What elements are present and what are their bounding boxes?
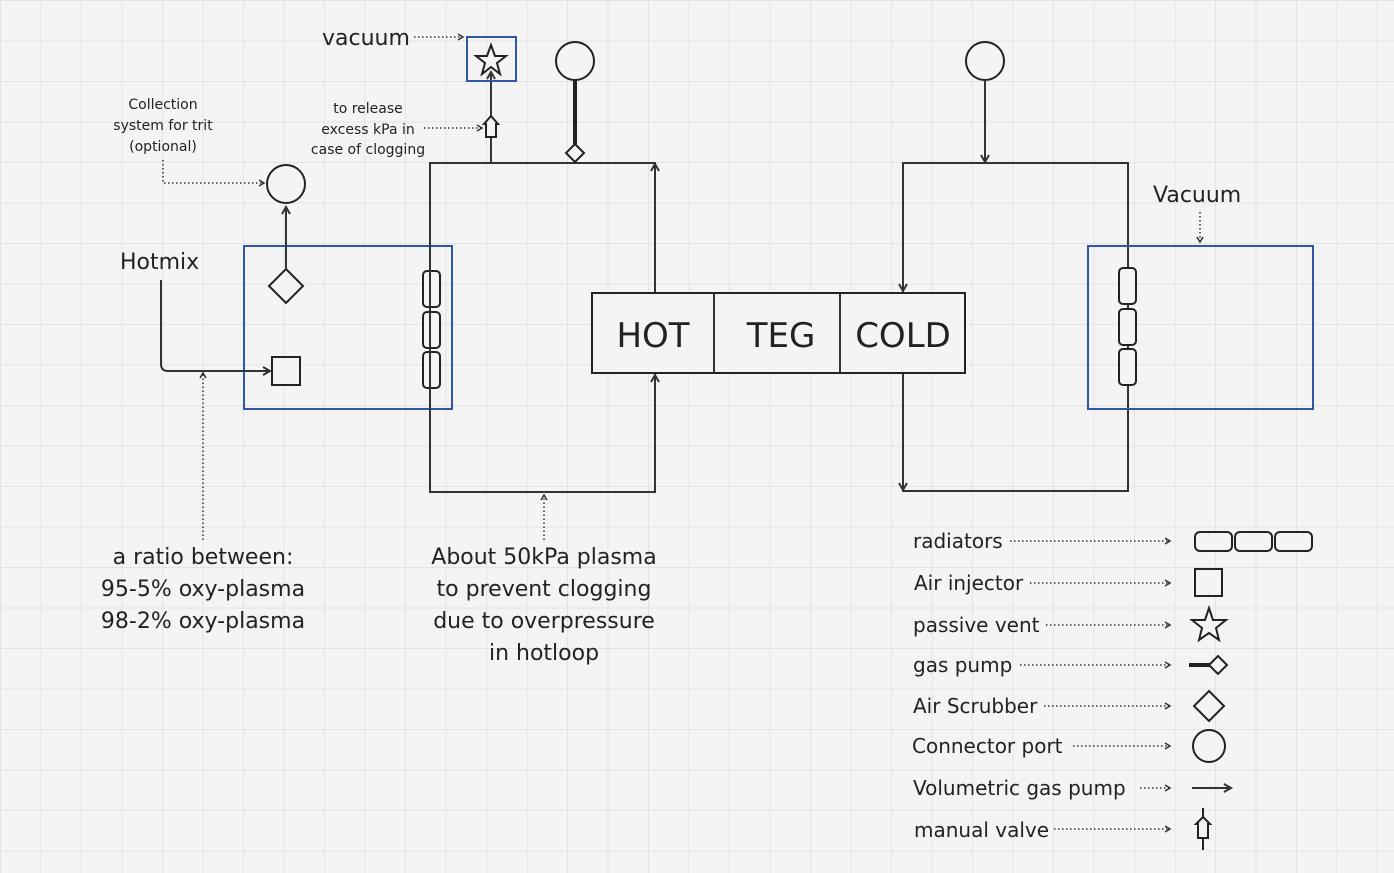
svg-text:radiators: radiators xyxy=(913,529,1003,553)
collection-note: Collection system for trit (optional) xyxy=(113,97,213,155)
svg-text:manual valve: manual valve xyxy=(914,818,1049,842)
collection-pointer xyxy=(162,160,266,187)
square-icon xyxy=(1194,568,1223,597)
svg-text:Volumetric gas pump: Volumetric gas pump xyxy=(913,776,1126,800)
right-tank-radiators xyxy=(1118,267,1137,386)
legend-item-air-scrubber: Air Scrubber xyxy=(913,689,1226,723)
passive-vent-star[interactable] xyxy=(473,42,509,77)
legend: radiators Air injector passive vent gas … xyxy=(912,529,1313,850)
teg-block xyxy=(591,292,966,374)
svg-text:(optional): (optional) xyxy=(129,139,197,155)
gas-pump-icon xyxy=(1189,654,1229,676)
svg-text:system for trit: system for trit xyxy=(113,118,213,134)
ratio-note: a ratio between: 95-5% oxy-plasma 98-2% … xyxy=(101,545,305,634)
teg-hot-label: HOT xyxy=(616,316,689,356)
legend-item-passive-vent: passive vent xyxy=(913,604,1229,643)
legend-item-air-injector: Air injector xyxy=(914,568,1223,597)
vacuum-top-label: vacuum xyxy=(322,26,410,51)
air-injector-square[interactable] xyxy=(271,356,301,386)
vacuum-right-label: Vacuum xyxy=(1153,183,1241,208)
manual-valve-hot-loop[interactable] xyxy=(481,114,501,138)
plasma-note: About 50kPa plasma to prevent clogging d… xyxy=(431,545,656,666)
legend-item-volumetric-gas-pump: Volumetric gas pump xyxy=(913,776,1231,800)
left-tank-radiators xyxy=(422,270,441,389)
teg-center-label: TEG xyxy=(746,316,816,356)
legend-item-gas-pump: gas pump xyxy=(913,653,1229,677)
passive-vent-box xyxy=(466,36,517,82)
legend-item-radiators: radiators xyxy=(913,529,1313,553)
svg-text:Air Scrubber: Air Scrubber xyxy=(913,694,1038,718)
gas-pump-hot-loop[interactable] xyxy=(555,41,595,164)
hotmix-label: Hotmix xyxy=(120,250,199,275)
right-tank-box[interactable] xyxy=(1087,245,1314,410)
radiators-icon xyxy=(1194,531,1313,552)
svg-text:excess kPa in: excess kPa in xyxy=(321,122,414,138)
svg-text:98-2% oxy-plasma: 98-2% oxy-plasma xyxy=(101,609,305,634)
svg-text:due to overpressure: due to overpressure xyxy=(433,609,655,634)
svg-text:to prevent clogging: to prevent clogging xyxy=(437,577,652,602)
svg-text:Collection: Collection xyxy=(128,97,197,113)
svg-text:passive vent: passive vent xyxy=(913,613,1040,637)
svg-text:case of clogging: case of clogging xyxy=(311,142,425,158)
air-scrubber-diamond[interactable] xyxy=(267,267,305,305)
svg-text:Connector port: Connector port xyxy=(912,734,1063,758)
svg-text:to release: to release xyxy=(333,101,403,117)
collection-connector-port[interactable] xyxy=(266,164,306,204)
legend-item-manual-valve: manual valve xyxy=(914,808,1213,850)
svg-text:a ratio between:: a ratio between: xyxy=(113,545,294,570)
svg-text:gas pump: gas pump xyxy=(913,653,1012,677)
valve-icon xyxy=(1193,808,1213,850)
cold-connector-port[interactable] xyxy=(965,41,1005,81)
hotmix-line xyxy=(160,280,270,371)
left-tank-box[interactable] xyxy=(243,245,453,410)
release-note: to release excess kPa in case of cloggin… xyxy=(311,101,425,158)
svg-text:About 50kPa plasma: About 50kPa plasma xyxy=(431,545,656,570)
svg-text:in hotloop: in hotloop xyxy=(489,641,599,666)
legend-item-connector-port: Connector port xyxy=(912,729,1226,763)
svg-text:95-5% oxy-plasma: 95-5% oxy-plasma xyxy=(101,577,305,602)
svg-text:Air injector: Air injector xyxy=(914,571,1024,595)
star-icon xyxy=(1189,604,1229,643)
teg-cold-label: COLD xyxy=(855,316,951,356)
circle-icon xyxy=(1192,729,1226,763)
diamond-icon xyxy=(1192,689,1226,723)
